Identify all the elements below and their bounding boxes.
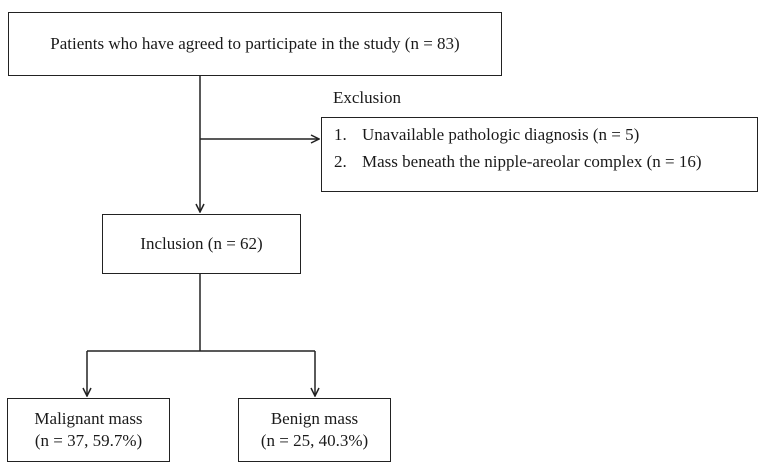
participants-box: Patients who have agreed to participate …	[8, 12, 502, 76]
exclusion-item: 1. Unavailable pathologic diagnosis (n =…	[334, 122, 749, 149]
exclusion-item-text: Unavailable pathologic diagnosis (n = 5)	[362, 125, 640, 145]
benign-mass-box: Benign mass (n = 25, 40.3%)	[238, 398, 391, 462]
exclusion-title: Exclusion	[333, 88, 401, 107]
malignant-stats: (n = 37, 59.7%)	[34, 431, 143, 450]
malignant-mass-box: Malignant mass (n = 37, 59.7%)	[7, 398, 170, 462]
inclusion-text: Inclusion (n = 62)	[140, 233, 263, 253]
benign-label: Benign mass	[270, 408, 359, 428]
participants-text: Patients who have agreed to participate …	[50, 33, 460, 53]
exclusion-item-number: 2.	[334, 152, 347, 172]
malignant-label: Malignant mass	[34, 408, 143, 428]
exclusion-item-number: 1.	[334, 125, 347, 145]
inclusion-box: Inclusion (n = 62)	[102, 214, 301, 274]
exclusion-box: 1. Unavailable pathologic diagnosis (n =…	[321, 117, 758, 192]
exclusion-list: 1. Unavailable pathologic diagnosis (n =…	[334, 122, 749, 176]
exclusion-item-text: Mass beneath the nipple-areolar complex …	[362, 152, 702, 172]
exclusion-item: 2. Mass beneath the nipple-areolar compl…	[334, 149, 749, 176]
benign-stats: (n = 25, 40.3%)	[260, 431, 369, 450]
